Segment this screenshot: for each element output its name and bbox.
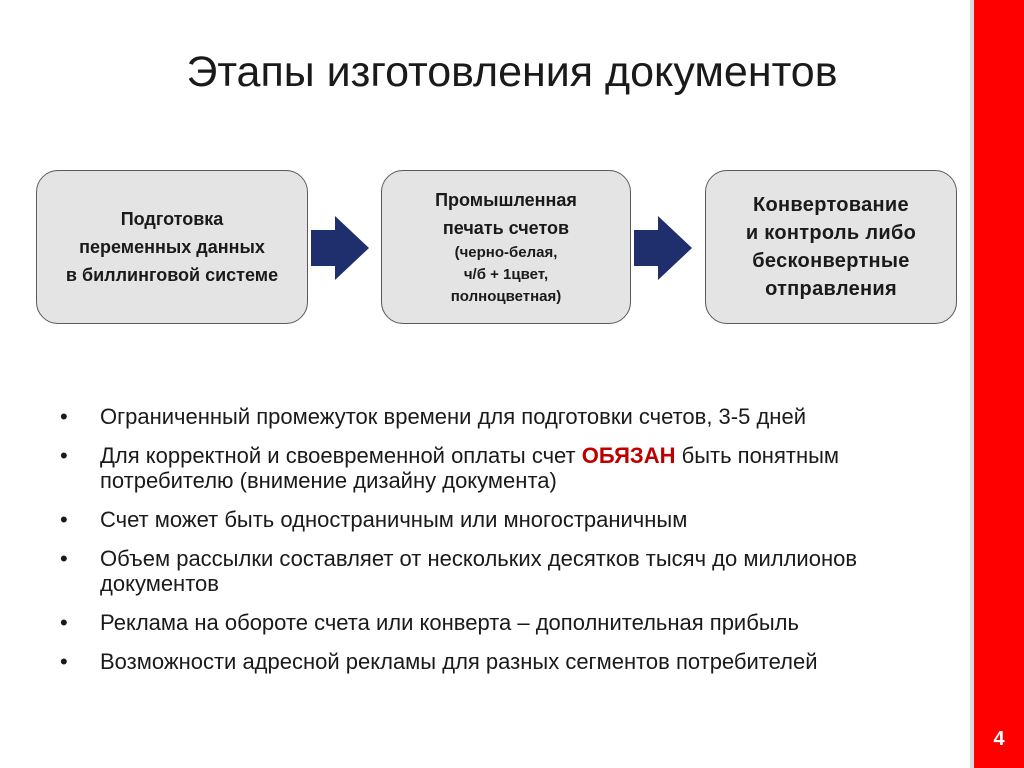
sidebar-edge	[970, 0, 974, 768]
bullet-item: • Реклама на обороте счета или конверта …	[60, 610, 960, 635]
bullet-marker: •	[60, 507, 68, 532]
bullet-item: • Счет может быть одностраничным или мно…	[60, 507, 960, 532]
bullet-text: Счет может быть одностраничным или много…	[100, 507, 688, 532]
process-step-billing-data: Подготовка переменных данных в биллингов…	[36, 170, 308, 324]
bullet-marker: •	[60, 443, 68, 468]
process-step-industrial-printing: Промышленная печать счетов (черно-белая,…	[381, 170, 631, 324]
step-text-line: бесконвертные	[752, 250, 910, 272]
step-text-line: переменных данных	[79, 237, 265, 257]
step-text-line: Подготовка	[120, 209, 224, 229]
slide-title: Этапы изготовления документов	[186, 48, 838, 96]
bullet-item: • Объем рассылки составляет от нескольки…	[60, 546, 960, 596]
step-text-line: отправления	[765, 278, 897, 300]
right-arrow-icon	[634, 216, 692, 280]
bullet-text-before: Для корректной и своевременной оплаты сч…	[100, 443, 582, 468]
bullet-marker: •	[60, 649, 68, 674]
bullet-marker: •	[60, 610, 68, 635]
step-subtext-line: ч/б + 1цвет,	[463, 266, 549, 283]
bullet-item: • Возможности адресной рекламы для разны…	[60, 649, 960, 674]
step-text-line: Конвертование	[753, 194, 909, 216]
accent-sidebar	[974, 0, 1024, 768]
bullet-text: Ограниченный промежуток времени для подг…	[100, 404, 806, 429]
bullet-text: Объем рассылки составляет от нескольких …	[100, 546, 858, 596]
bullet-marker: •	[60, 546, 68, 571]
bullet-item: • Ограниченный промежуток времени для по…	[60, 404, 960, 429]
page-number: 4	[993, 728, 1005, 750]
step-text-line: Промышленная	[435, 190, 577, 210]
bullet-text: Возможности адресной рекламы для разных …	[100, 649, 818, 674]
step-subtext-line: (черно-белая,	[454, 244, 558, 261]
step-text-line: и контроль либо	[745, 222, 917, 244]
step-text-line: в биллинговой системе	[65, 265, 279, 285]
step-subtext-line: полноцветная)	[450, 288, 562, 305]
bullet-marker: •	[60, 404, 68, 429]
step-text-line: печать счетов	[442, 218, 570, 238]
bullet-list: • Ограниченный промежуток времени для по…	[60, 404, 960, 688]
bullet-text-after: быть понятным потребителю (внимение диза…	[100, 443, 840, 493]
bullet-item: • Для корректной и своевременной оплаты …	[60, 443, 960, 493]
right-arrow-icon	[311, 216, 369, 280]
bullet-text: Реклама на обороте счета или конверта – …	[100, 610, 799, 635]
process-step-enveloping: Конвертование и контроль либо бесконверт…	[705, 170, 957, 324]
emphasis-word: ОБЯЗАН	[581, 443, 676, 468]
